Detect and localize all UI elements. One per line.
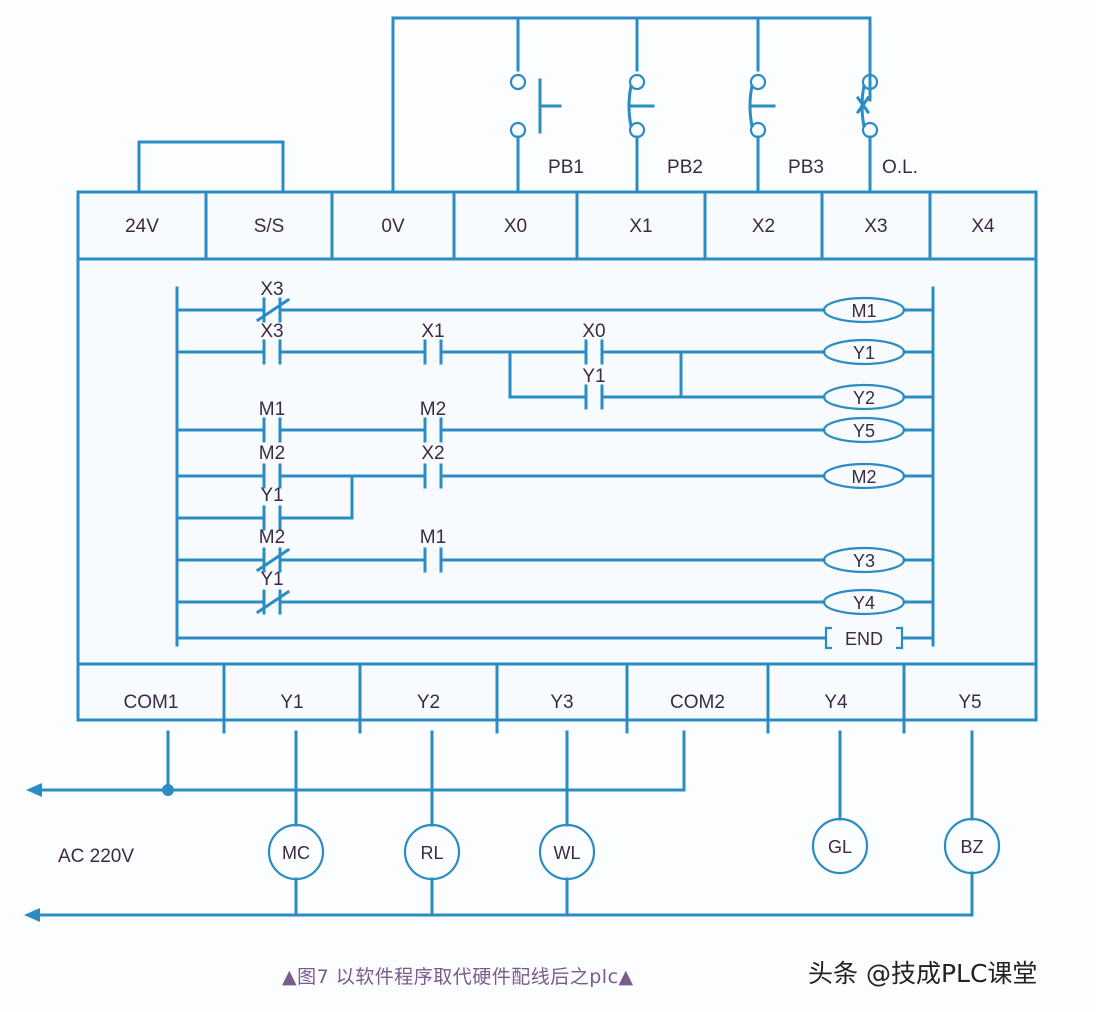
output-terminal-y1: Y1	[280, 692, 303, 713]
coil-y1	[822, 338, 906, 366]
coil-m1-label: M1	[851, 301, 876, 321]
input-terminal-x1: X1	[629, 216, 652, 237]
input-device-pb2-label: PB2	[667, 157, 703, 178]
input-device-pb3-label: PB3	[788, 157, 824, 178]
contact-label-m2-seal: M2	[259, 443, 285, 464]
contact-label-y1-seal: Y1	[582, 366, 605, 387]
end-bracket-left	[824, 626, 832, 650]
output-terminal-y2: Y2	[417, 692, 440, 713]
load-mc-label: MC	[282, 843, 310, 863]
contact-label-m2: M2	[420, 399, 446, 420]
load-wl-label: WL	[554, 843, 581, 863]
coil-y4	[822, 588, 906, 616]
coil-y5-label: Y5	[853, 421, 875, 441]
contact-label-m2-nc: M2	[259, 527, 285, 548]
plc-body	[76, 190, 1038, 722]
input-terminal-x3: X3	[864, 216, 887, 237]
coil-y1-label: Y1	[853, 343, 875, 363]
load-gl-label: GL	[828, 837, 852, 857]
end-instruction: END	[845, 629, 883, 649]
input-terminal-s-s: S/S	[254, 216, 285, 237]
input-terminal-0v: 0V	[381, 216, 405, 237]
coil-m2	[822, 462, 906, 490]
coil-y5	[822, 416, 906, 444]
input-device-pb1-label: PB1	[548, 157, 584, 178]
coil-y3-label: Y3	[853, 551, 875, 571]
branch-y1-parallel	[508, 350, 588, 399]
coil-y3	[822, 546, 906, 574]
contact-x3-nc-slash	[255, 297, 291, 323]
supply-label: AC 220V	[58, 846, 134, 867]
ac-upper-bus	[38, 730, 686, 792]
load-rl-label: RL	[420, 843, 443, 863]
load-bz-label: BZ	[960, 837, 983, 857]
input-terminal-x2: X2	[752, 216, 775, 237]
coil-y2	[822, 383, 906, 411]
contact-label-y1-parallel: Y1	[260, 485, 283, 506]
input-device-ol-overload-mark	[855, 95, 871, 115]
input-terminal-24v: 24V	[125, 216, 159, 237]
output-terminal-com1: COM1	[124, 692, 179, 713]
coil-m2-label: M2	[851, 467, 876, 487]
input-device-pb1-terminal-bottom	[509, 121, 527, 139]
output-terminal-com2: COM2	[670, 692, 725, 713]
contact-label-x0: X0	[582, 321, 605, 342]
output-terminal-y5: Y5	[958, 692, 981, 713]
input-device-ol-terminal-top	[861, 73, 879, 91]
end-bracket-right	[896, 626, 904, 650]
coil-y4-label: Y4	[853, 593, 875, 613]
input-device-pb2-terminal-top	[628, 73, 646, 91]
contact-y1-nc-slash	[255, 589, 291, 615]
arrow-left-icon	[24, 908, 40, 922]
contact-m2-nc-slash	[255, 547, 291, 573]
input-terminal-x4: X4	[971, 216, 995, 237]
arrow-left-icon	[26, 783, 42, 797]
figure-caption: ▲图7 以软件程序取代硬件配线后之plc▲	[282, 966, 634, 988]
watermark: 头条 @技成PLC课堂	[808, 959, 1038, 988]
input-terminal-x0: X0	[504, 216, 527, 237]
contact-label-m1: M1	[259, 399, 285, 420]
contact-label-x1: X1	[421, 321, 444, 342]
branch-m2-parallel	[278, 474, 354, 520]
contact-label-x3-no: X3	[260, 321, 283, 342]
contact-label-x3: X3	[260, 279, 283, 300]
input-device-ol-label: O.L.	[882, 157, 918, 178]
input-device-pb3-terminal-top	[749, 73, 767, 91]
coil-m1	[822, 296, 906, 324]
contact-label-y1-nc: Y1	[260, 569, 283, 590]
jumper-24v-ss	[137, 140, 285, 194]
coil-y2-label: Y2	[853, 388, 875, 408]
contact-label-m1-y3: M1	[420, 527, 446, 548]
output-terminal-y3: Y3	[550, 692, 573, 713]
contact-label-x2: X2	[421, 443, 444, 464]
output-terminal-y4: Y4	[824, 692, 848, 713]
load-gl-symbol	[811, 817, 869, 875]
input-device-pb1-terminal-top	[509, 73, 527, 91]
